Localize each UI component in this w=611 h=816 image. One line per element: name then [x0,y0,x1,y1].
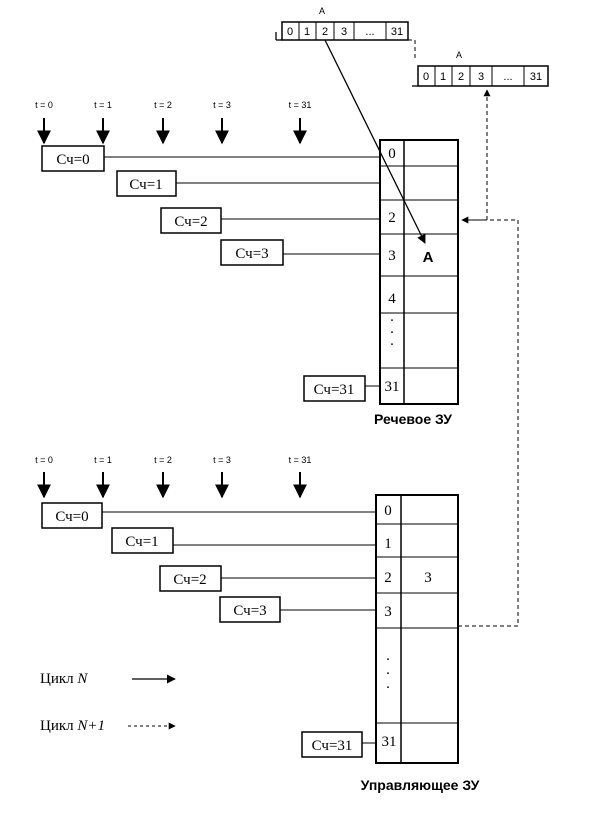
control-counter-1: Сч=1 [125,534,158,550]
speech-counters: Сч=0 Сч=1 Сч=2 Сч=3 Сч=31 [41,145,380,402]
top-register-cell-31: 31 [391,26,403,38]
control-memory-content-3: 3 [424,570,432,586]
speech-memory-cell-0: 0 [388,146,396,162]
bottom-time-mark-0: t = 0 [35,455,53,465]
speech-memory-dots: · [390,313,395,329]
legend-cycle-n: Цикл N [40,671,88,687]
top-register: A 0 1 2 3 ... 31 [275,6,416,60]
bottom-time-mark-2: t = 2 [154,455,172,465]
speech-counter-2: Сч=2 [174,214,207,230]
right-register-cell-2: 2 [458,71,464,83]
legend: Цикл N Цикл N+1 [40,671,176,734]
bottom-time-mark-31: t = 31 [289,455,312,465]
control-memory-dots: · [386,680,391,696]
speech-memory-dots: · [390,337,395,353]
bottom-time-mark-3: t = 3 [213,455,231,465]
legend-cycle-n1: Цикл N+1 [40,718,105,734]
top-time-mark-1: t = 1 [94,100,112,110]
control-memory-dots: · [386,666,391,682]
top-register-cell-2: 2 [322,26,328,38]
control-memory-cell-0: 0 [384,503,392,519]
top-time-mark-3: t = 3 [213,100,231,110]
right-register-cell-3: 3 [478,71,484,83]
control-memory-cell-3: 3 [384,604,392,620]
top-time-mark-2: t = 2 [154,100,172,110]
control-counter-0: Сч=0 [55,509,88,525]
right-register-label: A [456,50,462,60]
top-time-mark-31: t = 31 [289,100,312,110]
speech-memory-cell-31: 31 [385,379,400,395]
write-arrow [324,39,426,244]
control-memory-title: Управляющее ЗУ [361,777,480,793]
speech-memory-content-a: A [423,249,434,266]
top-register-label: A [319,6,325,16]
speech-counter-3: Сч=3 [235,246,268,262]
speech-memory-dots: · [390,325,395,341]
speech-memory-cell-3: 3 [388,248,396,264]
control-counter-2: Сч=2 [173,572,206,588]
right-register-cell-ellipsis: ... [503,71,512,83]
control-memory-cell-2: 2 [384,570,392,586]
top-register-cell-1: 1 [304,26,310,38]
right-register-cell-1: 1 [440,71,446,83]
top-register-cell-3: 3 [341,26,347,38]
dashed-read-path [466,89,491,221]
control-memory-cell-1: 1 [384,536,392,552]
speech-memory-cell-4: 4 [388,291,396,307]
speech-memory-cell-2: 2 [388,210,396,226]
top-register-cell-ellipsis: ... [365,26,374,38]
speech-counter-31: Сч=31 [314,382,355,398]
top-time-mark-0: t = 0 [35,100,53,110]
bottom-time-marks: t = 0 t = 1 t = 2 t = 3 t = 31 [35,455,312,499]
right-register-cell-31: 31 [530,71,542,83]
right-register-cell-0: 0 [423,71,429,83]
speech-memory-title: Речевое ЗУ [374,411,452,427]
top-time-marks: t = 0 t = 1 t = 2 t = 3 t = 31 [35,100,312,145]
right-register: A 0 1 2 3 ... 31 [412,50,549,87]
control-counter-31: Сч=31 [312,738,353,754]
bottom-time-mark-1: t = 1 [94,455,112,465]
top-register-cell-0: 0 [287,26,293,38]
speech-counter-1: Сч=1 [129,177,162,193]
control-counters: Сч=0 Сч=1 Сч=2 Сч=3 Сч=31 [41,502,376,758]
speech-counter-0: Сч=0 [56,152,89,168]
control-memory-dots: · [386,652,391,668]
control-memory: 0 1 2 3 · · · 31 3 Управляющее ЗУ [361,494,480,793]
speech-memory: 0 2 3 4 · · · 31 A Речевое ЗУ [374,139,459,427]
dashed-control-path [458,216,519,627]
control-memory-cell-31: 31 [382,734,397,750]
control-counter-3: Сч=3 [233,603,266,619]
